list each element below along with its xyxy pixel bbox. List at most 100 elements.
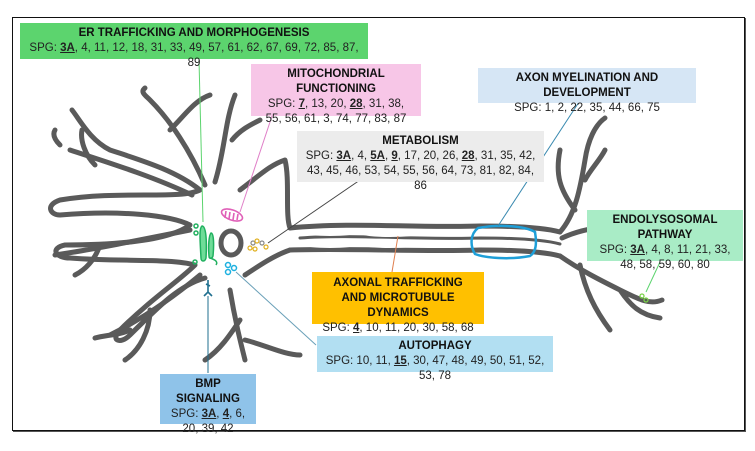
- gene-id: 87: [342, 42, 356, 54]
- soma-outline: [48, 107, 208, 343]
- spg-prefix: SPG:: [514, 102, 545, 114]
- gene-id: 39: [201, 423, 215, 435]
- gene-id: 49: [470, 355, 484, 367]
- box-title: ER TRAFFICKING AND MORPHOGENESIS: [78, 27, 310, 39]
- gene-id: 72: [304, 42, 317, 54]
- box-mitochondrial: MITOCHONDRIAL FUNCTIONING SPG: 7, 13, 20…: [251, 64, 421, 125]
- neuron-outline: [48, 85, 668, 363]
- dendrite-left-2: [52, 227, 193, 278]
- gene-id: 6: [235, 408, 242, 420]
- box-axonal-trafficking: AXONAL TRAFFICKING AND MICROTUBULE DYNAM…: [312, 272, 484, 334]
- dendrite-lower-left: [92, 272, 203, 363]
- gene-id: 30: [413, 355, 426, 367]
- gene-id: 3: [323, 113, 330, 125]
- box-metabolism: METABOLISM SPG: 3A, 4, 5A, 9, 17, 20, 26…: [297, 131, 544, 192]
- axon-terminal-down: [557, 253, 665, 333]
- gene-id: 31: [480, 150, 494, 162]
- axon-segment: [304, 230, 356, 236]
- gene-id: 56: [422, 165, 435, 177]
- autophagy-vesicles-icon: [224, 261, 238, 276]
- gene-id: 53: [419, 370, 432, 382]
- gene-id: 58: [441, 322, 455, 334]
- gene-id-highlighted: 4: [353, 322, 360, 334]
- spg-prefix: SPG:: [267, 98, 299, 110]
- gene-id-highlighted: 4: [222, 408, 230, 420]
- gene-id-highlighted: 9: [391, 150, 398, 162]
- gene-id: 35: [500, 150, 513, 162]
- gene-id: 20: [330, 98, 344, 110]
- gene-id: 20: [182, 423, 196, 435]
- gene-id: 50: [489, 355, 503, 367]
- gene-id: 17: [404, 150, 417, 162]
- gene-id: 83: [374, 113, 388, 125]
- gene-id: 47: [432, 355, 446, 367]
- gene-id: 42: [519, 150, 533, 162]
- gene-id: 30: [422, 322, 436, 334]
- gene-id: 4: [81, 42, 88, 54]
- gene-id: 33: [169, 42, 183, 54]
- gene-id: 11: [375, 355, 388, 367]
- gene-id: 77: [355, 113, 368, 125]
- gene-id-highlighted: 3A: [201, 408, 217, 420]
- gene-id-highlighted: 28: [349, 98, 363, 110]
- dendrite-lower: [202, 287, 303, 363]
- axon-segment: [428, 242, 472, 248]
- spg-prefix: SPG:: [305, 150, 337, 162]
- gene-id: 10: [356, 355, 370, 367]
- box-autophagy: AUTOPHAGY SPG: 10, 11, 15, 30, 47, 48, 4…: [317, 336, 553, 382]
- gene-id: 78: [438, 370, 451, 382]
- gene-id: 75: [647, 102, 660, 114]
- box-bmp-signaling: BMP SIGNALING SPG: 3A, 4, 6, 20, 39, 42: [160, 374, 256, 435]
- gene-id: 61: [227, 42, 241, 54]
- spg-prefix: SPG:: [29, 42, 61, 54]
- axon-segment: [428, 230, 472, 236]
- axon-segment: [362, 231, 418, 237]
- axon-hillock-bottom: [242, 247, 293, 278]
- box-title: ENDOLYSOSOMAL PATHWAY: [612, 214, 718, 241]
- box-title: MITOCHONDRIAL FUNCTIONING: [287, 68, 385, 95]
- axon-top: [287, 222, 563, 235]
- gene-id: 35: [589, 102, 603, 114]
- gene-id: 68: [460, 322, 474, 334]
- endolysosome-icon: [639, 293, 649, 303]
- axon-segment: [304, 242, 356, 248]
- gene-id: 43: [306, 165, 320, 177]
- myelin-sheath: [470, 224, 538, 260]
- gene-id: 45: [326, 165, 339, 177]
- dendrite-upper-left: [140, 85, 213, 188]
- box-myelination: AXON MYELINATION AND DEVELOPMENT SPG: 1,…: [478, 68, 696, 114]
- gene-id: 11: [93, 42, 106, 54]
- gene-id: 61: [304, 113, 317, 125]
- connector-axonal: [391, 235, 399, 273]
- spg-prefix: SPG:: [325, 355, 357, 367]
- gene-id: 56: [284, 113, 298, 125]
- metabolism-vesicles-icon: [247, 238, 269, 252]
- mitochondrion-icon: [220, 208, 244, 222]
- connector-autophagy: [235, 271, 317, 346]
- gene-id: 64: [441, 165, 455, 177]
- axon-bottom: [287, 246, 563, 259]
- gene-id: 10: [365, 322, 379, 334]
- gene-id: 49: [189, 42, 202, 54]
- gene-id: 55: [402, 165, 416, 177]
- gene-id: 74: [336, 113, 349, 125]
- gene-id: 55: [265, 113, 279, 125]
- gene-id: 11: [384, 322, 397, 334]
- gene-id-highlighted: 3A: [60, 42, 75, 54]
- gene-id-highlighted: 3A: [336, 150, 352, 162]
- gene-id: 8: [664, 244, 671, 256]
- gene-id: 22: [570, 102, 584, 114]
- gene-list: SPG: 1, 2, 22, 35, 44, 66, 75: [514, 102, 660, 114]
- gene-list: SPG: 3A, 4, 5A, 9, 17, 20, 26, 28, 31, 3…: [305, 150, 536, 192]
- gene-id: 13: [311, 98, 325, 110]
- gene-id: 60: [677, 259, 691, 271]
- gene-id: 66: [627, 102, 641, 114]
- gene-id: 31: [150, 42, 164, 54]
- dendrite-left-1: [51, 127, 195, 198]
- connector-endolysosomal: [645, 261, 661, 293]
- gene-id: 1: [544, 102, 552, 114]
- gene-id: 18: [131, 42, 145, 54]
- gene-id: 58: [639, 259, 653, 271]
- nucleus: [218, 228, 244, 258]
- axon-terminal-up: [555, 115, 608, 235]
